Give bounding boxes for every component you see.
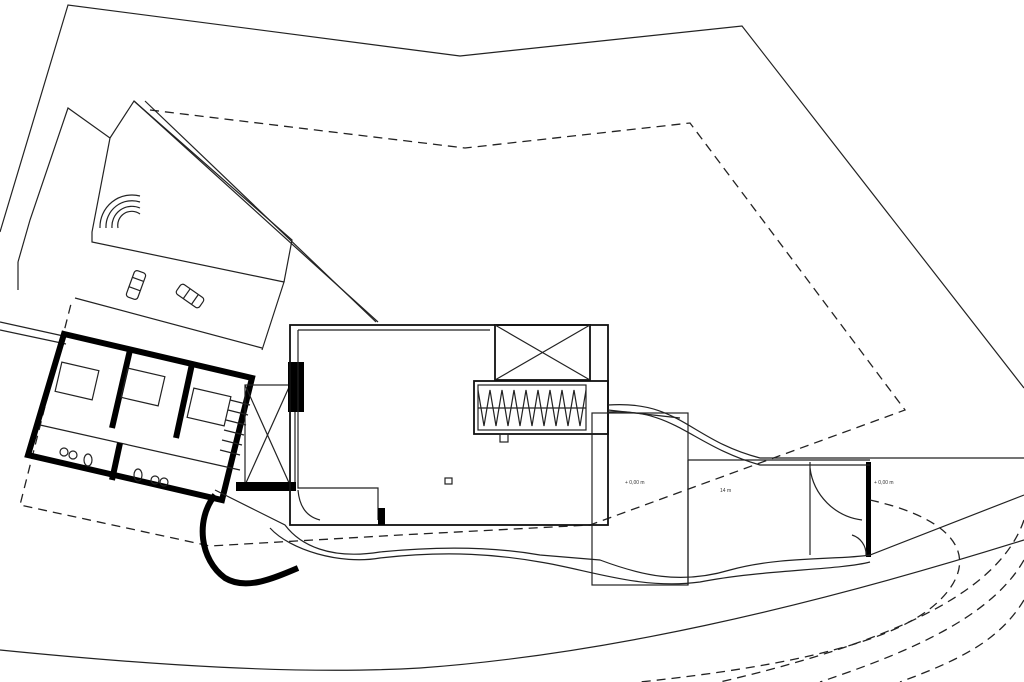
path-edge: [269, 527, 871, 585]
car-icon: [125, 270, 147, 300]
car-icon: [175, 283, 205, 309]
level-label: + 0,00 m: [874, 480, 894, 486]
garden-parcel: [17, 107, 285, 351]
bedroom-wing: [0, 297, 263, 504]
setback-line: [19, 109, 907, 547]
amphitheatre-steps: [99, 194, 141, 229]
upper-terrace: [109, 100, 293, 283]
level-label: + 0,00 m: [625, 480, 645, 486]
road-edge: [607, 411, 870, 466]
road-edge: [607, 403, 1024, 459]
site-boundary-south: [0, 539, 1024, 671]
site-boundary: [0, 4, 1024, 389]
path-edge: [214, 489, 1024, 579]
curved-wall: [199, 493, 300, 587]
boundary-line: [144, 100, 377, 323]
staircase: [219, 362, 304, 491]
garage: [591, 409, 871, 586]
driveway-curves: [639, 499, 1024, 682]
stair-grille: [477, 384, 587, 431]
main-house: [289, 324, 609, 526]
dimension-label: 14 m: [720, 488, 731, 494]
